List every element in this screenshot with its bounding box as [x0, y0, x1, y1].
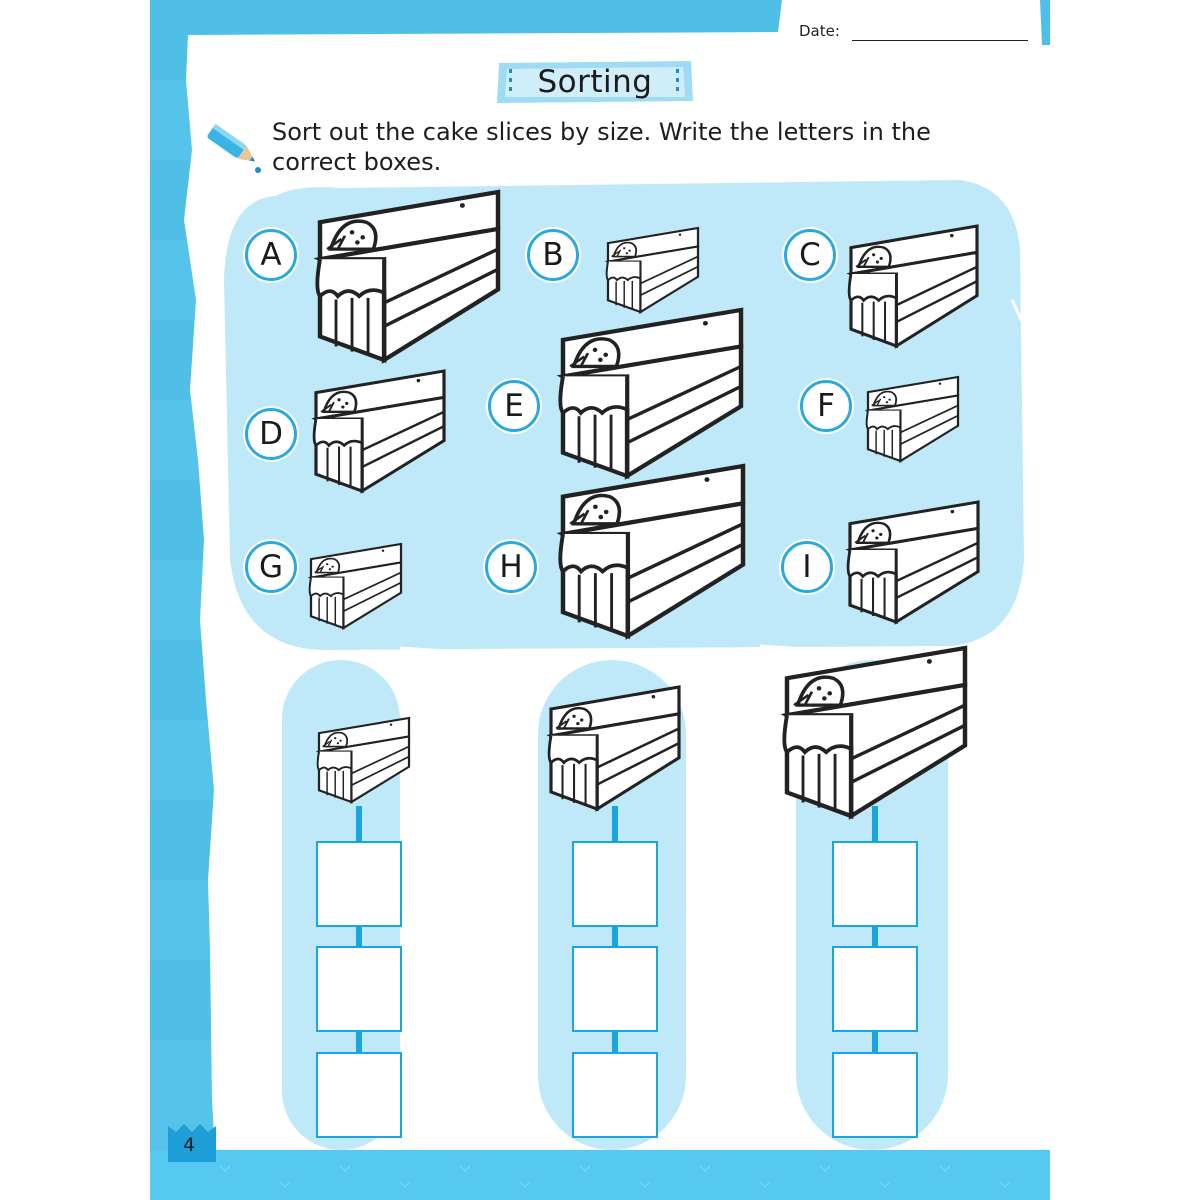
label-a: A	[245, 229, 297, 281]
label-e: E	[488, 380, 540, 432]
answer-box-small-3[interactable]	[316, 1052, 402, 1138]
cake-f	[865, 375, 960, 463]
answer-box-large-3[interactable]	[832, 1052, 918, 1138]
cake-a	[317, 192, 498, 360]
page-number: 4	[183, 1134, 196, 1156]
label-b: B	[527, 229, 579, 281]
label-f: F	[800, 380, 852, 432]
label-g: G	[245, 541, 297, 593]
answer-box-medium-3[interactable]	[572, 1052, 658, 1138]
title-banner	[497, 61, 693, 103]
pencil-icon	[207, 123, 261, 173]
page-title: Sorting	[537, 64, 653, 100]
instructions-text: Sort out the cake slices by size. Write …	[272, 118, 931, 176]
label-h: H	[485, 541, 537, 593]
label-d: D	[245, 408, 297, 460]
answer-box-small-2[interactable]	[316, 946, 402, 1032]
cake-i	[846, 500, 980, 624]
column-large-cake	[784, 648, 965, 816]
answer-box-large-2[interactable]	[832, 946, 918, 1032]
column-medium-cake	[547, 685, 681, 811]
answer-box-large-1[interactable]	[832, 841, 918, 927]
cake-e	[560, 310, 741, 476]
date-label: Date:	[799, 22, 840, 40]
date-input-line[interactable]	[852, 40, 1028, 41]
answer-box-medium-2[interactable]	[572, 946, 658, 1032]
answer-box-small-1[interactable]	[316, 841, 402, 927]
column-small-cake	[316, 716, 411, 804]
answer-box-medium-1[interactable]	[572, 841, 658, 927]
cake-d	[312, 369, 446, 493]
cake-c	[847, 224, 979, 348]
cake-b	[605, 226, 700, 314]
cake-g	[308, 542, 403, 630]
cake-h	[560, 466, 743, 636]
label-c: C	[784, 229, 836, 281]
label-i: I	[781, 541, 833, 593]
